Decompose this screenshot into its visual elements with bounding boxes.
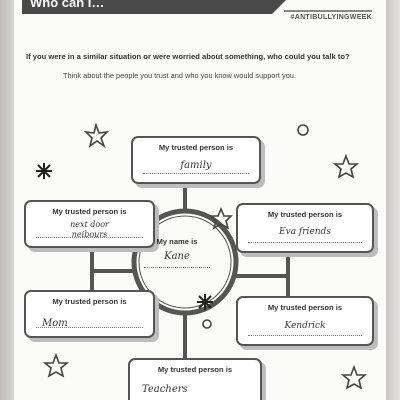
circle-icon xyxy=(297,124,309,136)
asterisk-icon xyxy=(197,294,213,310)
trusted-person-box-left-upper: My trusted person is next door neibours xyxy=(24,200,155,248)
trusted-person-answer: family xyxy=(180,160,212,171)
trusted-person-box-right-lower: My trusted person is Kendrick xyxy=(236,296,374,346)
name-answer: Kane xyxy=(164,251,190,262)
trusted-person-label: My trusted person is xyxy=(52,207,127,216)
trusted-person-answer: Mom xyxy=(42,318,68,329)
star-icon xyxy=(83,122,110,149)
trusted-person-label: My trusted person is xyxy=(158,143,234,152)
trusted-person-answer: Kendrick xyxy=(284,321,326,331)
header-rule xyxy=(284,10,372,12)
background-left xyxy=(0,0,14,400)
trusted-person-label: My trusted person is xyxy=(52,297,127,306)
diagram-connectors xyxy=(36,122,368,390)
trusted-person-answer: Teachers xyxy=(142,384,188,395)
trusted-person-answer-line2: neibours xyxy=(71,230,108,239)
worksheet-page: Who can I… #ANTIBULLYINGWEEK If you were… xyxy=(14,0,386,400)
center-ring-inner xyxy=(138,215,232,309)
banner-title: Who can I… xyxy=(22,0,288,14)
hashtag-label: #ANTIBULLYINGWEEK xyxy=(290,14,372,21)
trusted-person-answer: Eva friends xyxy=(279,227,331,237)
star-icon xyxy=(209,206,233,230)
trusted-person-box-left-lower: My trusted person is Mom xyxy=(24,290,155,338)
question-text: If you were in a similar situation or we… xyxy=(26,52,350,61)
trusted-person-box-top: My trusted person is family xyxy=(131,136,261,184)
trusted-person-answer-line1: next door xyxy=(70,220,109,229)
trusted-person-label: My trusted person is xyxy=(267,210,343,219)
circle-icon xyxy=(202,319,212,329)
trusted-person-box-right-upper: My trusted person is Eva friends xyxy=(236,203,374,253)
star-icon xyxy=(340,364,368,390)
star-icon xyxy=(332,153,360,179)
trusted-person-label: My trusted person is xyxy=(157,365,233,374)
name-label: My name is xyxy=(156,237,198,246)
asterisk-icon xyxy=(36,163,52,179)
trusted-person-box-bottom: My trusted person is Teachers xyxy=(128,358,262,400)
background-right xyxy=(386,0,400,400)
trusted-person-label: My trusted person is xyxy=(267,303,343,312)
center-name-area: My name is Kane xyxy=(138,237,216,273)
instruction-text: Think about the people you trust and who… xyxy=(63,71,296,80)
star-icon xyxy=(42,352,70,378)
